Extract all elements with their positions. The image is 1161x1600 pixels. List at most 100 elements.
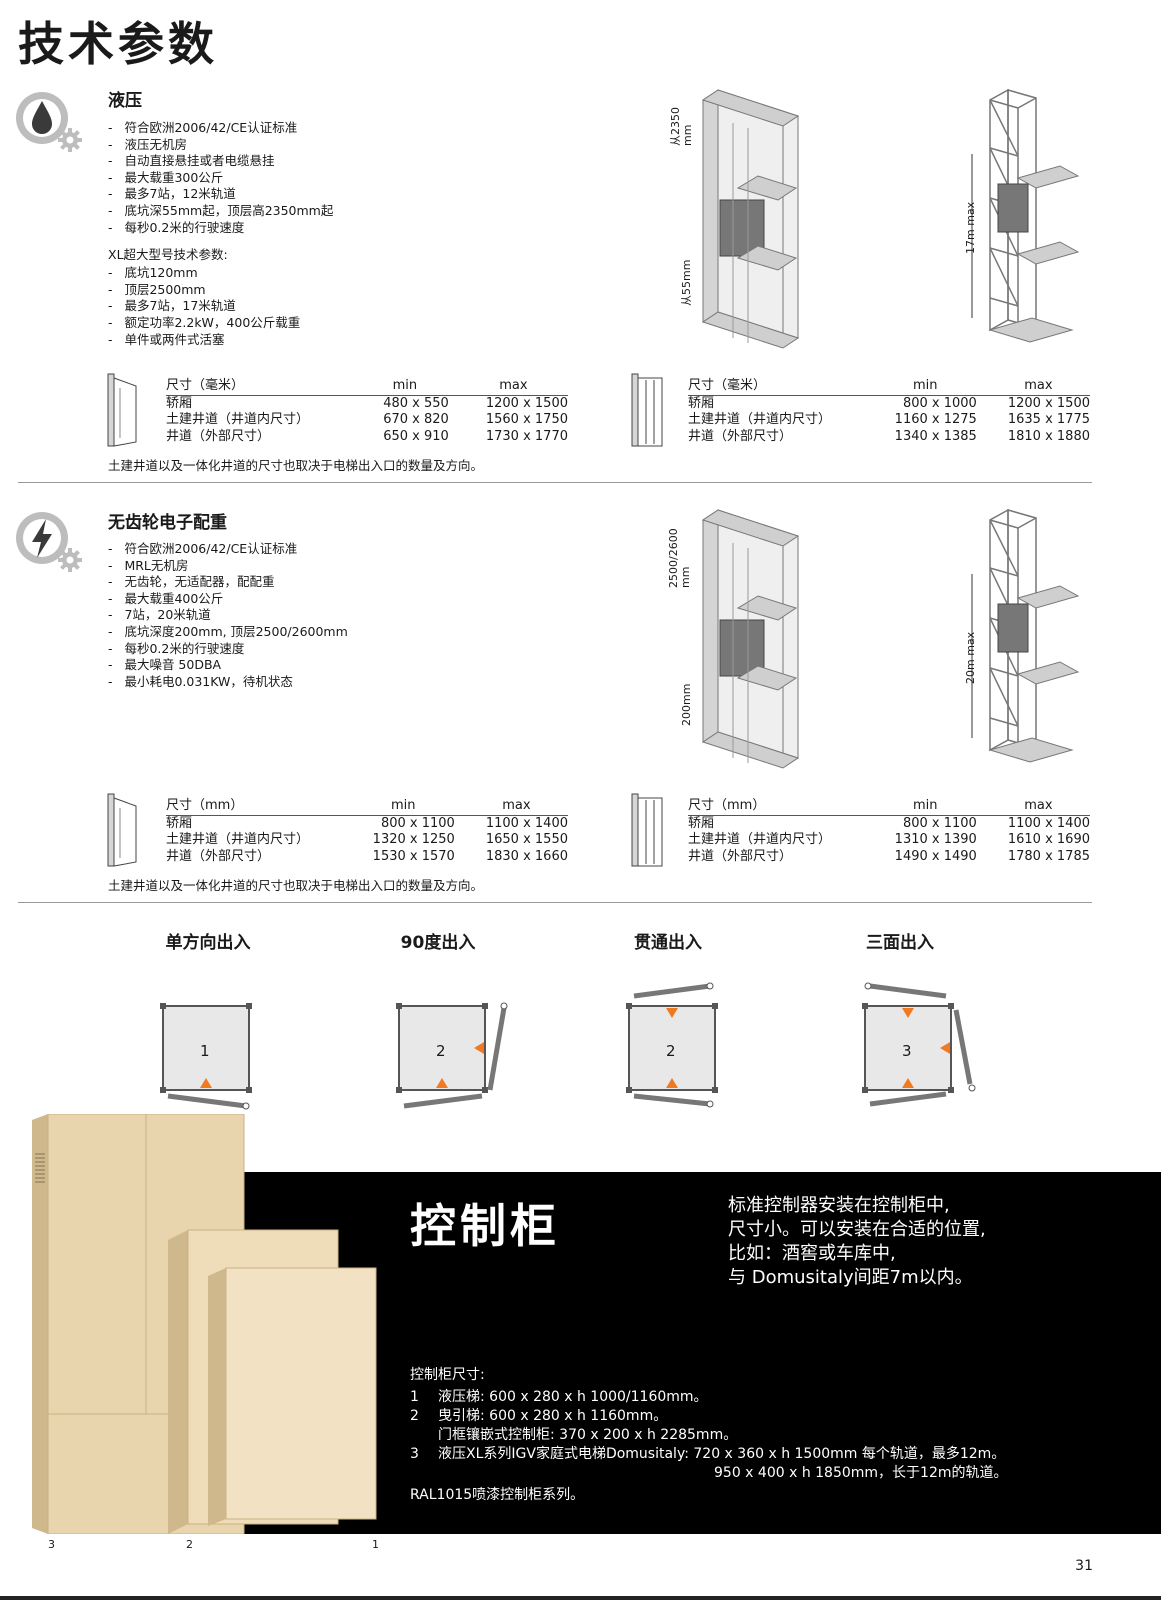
spec-cell-min: 1310 x 1390: [894, 832, 977, 847]
pit-label: 从55mm: [680, 259, 693, 306]
bullet-item: 最小耗电0.031KW，待机状态: [108, 674, 468, 691]
spec-cell-max: 1810 x 1880: [1007, 428, 1090, 444]
spec-cell-min: 800 x 1100: [380, 815, 455, 831]
spec-cell-label: 井道（外部尺寸）: [166, 848, 271, 864]
cabinet-dim-text: 950 x 400 x h 1850mm，长于12m的轨道。: [714, 1465, 1008, 1481]
cabinet-dim-number: [410, 1426, 438, 1445]
spec-cell-min: 1490 x 1490: [894, 848, 977, 864]
spec-min-header: min: [863, 798, 977, 816]
control-cabinet-illustration: [18, 1113, 383, 1538]
sliding-door-icon: [630, 792, 666, 872]
spec-cell-label: 土建井道（井道内尺寸）: [166, 412, 310, 427]
hydraulic-features: 符合欧洲2006/42/CE认证标准液压无机房自动直接悬挂或者电缆悬挂最大载重3…: [108, 120, 468, 348]
cabinet-label-3: 3: [48, 1538, 55, 1551]
sliding-door-icon: [630, 372, 666, 452]
cabinet-dims-heading: 控制柜尺寸:: [410, 1367, 485, 1383]
spec-cell-label: 土建井道（井道内尺寸）: [688, 412, 832, 427]
page-title: 技术参数: [18, 17, 218, 71]
spec-cell-min: 800 x 1100: [902, 815, 977, 831]
spec-cell-label: 轿厢: [688, 395, 715, 411]
spec-cell-min: 1530 x 1570: [372, 848, 455, 864]
cabinet-desc-line: 尺寸小。可以安装在合适的位置,: [728, 1219, 986, 1240]
spec-cell-max: 1650 x 1550: [485, 832, 568, 847]
xl-bullet-list: 底坑120mm顶层2500mm最多7站，17米轨道额定功率2.2kW，400公斤…: [108, 265, 468, 348]
spec-min-header: min: [351, 378, 449, 396]
bullet-item: 7站，20米轨道: [108, 607, 468, 624]
lightning-gear-icon: [14, 508, 84, 578]
entry-count: 1: [200, 1042, 210, 1060]
spec-cell-min: 1340 x 1385: [894, 428, 977, 444]
cabinet-dim-number: 2: [410, 1408, 419, 1424]
hydraulic-shaft-diagram: 从2350 mm 从55mm: [669, 88, 828, 354]
entry-label-through: 贯通出入: [634, 933, 702, 953]
spec-row: 土建井道（井道内尺寸） 670 x 820 1560 x 1750: [166, 412, 568, 429]
spec-cell-max: 1100 x 1400: [485, 815, 568, 831]
cabinet-dim-number: 3: [410, 1446, 419, 1462]
spec-cell-min: 1160 x 1275: [894, 412, 977, 427]
spec-header: 尺寸（mm）: [688, 798, 864, 816]
bullet-item: 底坑深度200mm, 顶层2500/2600mm: [108, 624, 468, 641]
cabinet-title: 控制柜: [410, 1199, 560, 1253]
spec-max-header: max: [448, 378, 568, 396]
spec-max-header: max: [976, 378, 1090, 396]
bullet-item: 每秒0.2米的行驶速度: [108, 641, 468, 658]
cabinet-desc-line: 标准控制器安装在控制柜中,: [728, 1195, 950, 1216]
spec-min-header: min: [863, 378, 977, 396]
entry-diagram-through: 2: [624, 980, 734, 1114]
cabinet-footer: RAL1015喷漆控制柜系列。: [410, 1487, 585, 1503]
bullet-item: 最多7站，12米轨道: [108, 186, 468, 203]
max-travel-label: 17m max: [964, 201, 977, 254]
cabinet-desc-line: 与 Domusitaly间距7m以内。: [728, 1267, 973, 1288]
gearless-title: 无齿轮电子配重: [108, 513, 227, 533]
cabinet-dim-row: 门框镶嵌式控制柜: 370 x 200 x h 2285mm。: [410, 1426, 1130, 1445]
cabinet-dim-text: 门框镶嵌式控制柜: 370 x 200 x h 2285mm。: [438, 1427, 738, 1443]
bullet-item: 单件或两件式活塞: [108, 332, 468, 349]
xl-heading: XL超大型号技术参数:: [108, 247, 228, 263]
entry-count: 3: [902, 1042, 912, 1060]
max-travel-label: 20m max: [964, 631, 977, 684]
cabinet-desc-line: 比如：酒窖或车库中,: [728, 1243, 896, 1264]
bullet-item: 底坑深55mm起，顶层高2350mm起: [108, 203, 468, 220]
spec-cell-label: 轿厢: [688, 815, 715, 831]
entry-label-three-side: 三面出入: [866, 933, 934, 953]
door-swing-icon: [106, 372, 142, 452]
bullet-item: 最多7站，17米轨道: [108, 298, 468, 315]
spec-max-header: max: [976, 798, 1090, 816]
bullet-item: 最大载重300公斤: [108, 170, 468, 187]
headroom-label: 2500/2600 mm: [667, 528, 692, 588]
gearless-bullet-list: 符合欧洲2006/42/CE认证标准MRL无机房无齿轮，无适配器，配配重最大载重…: [108, 541, 468, 690]
spec-cell-min: 480 x 550: [383, 395, 449, 411]
entry-label-single: 单方向出入: [165, 933, 251, 953]
spec-cell-label: 土建井道（井道内尺寸）: [688, 832, 832, 847]
spec-cell-max: 1200 x 1500: [1007, 395, 1090, 411]
entry-label-90deg: 90度出入: [400, 933, 476, 953]
bullet-item: 符合欧洲2006/42/CE认证标准: [108, 541, 468, 558]
cabinet-label-1: 1: [372, 1538, 379, 1551]
spec-cell-max: 1635 x 1775: [1007, 412, 1090, 427]
bullet-item: 最大噪音 50DBA: [108, 657, 468, 674]
spec-cell-max: 1830 x 1660: [485, 848, 568, 864]
cabinet-dim-text: 曳引梯: 600 x 280 x h 1160mm。: [438, 1408, 668, 1424]
entry-diagram-three-side: 3: [860, 980, 980, 1114]
spec-cell-max: 1780 x 1785: [1007, 848, 1090, 864]
spec-cell-min: 670 x 820: [383, 412, 449, 427]
spec-max-header: max: [454, 798, 568, 816]
hydraulic-frame-diagram: 17m max: [960, 88, 1100, 354]
spec-row: 井道（外部尺寸） 1490 x 1490 1780 x 1785: [688, 849, 1090, 866]
bottom-edge: [0, 1596, 1161, 1600]
entry-count: 2: [666, 1042, 676, 1060]
spec-cell-label: 轿厢: [166, 815, 193, 831]
bullet-item: MRL无机房: [108, 558, 468, 575]
hydraulic-note: 土建井道以及一体化井道的尺寸也取决于电梯出入口的数量及方向。: [108, 458, 484, 473]
spec-cell-max: 1560 x 1750: [485, 412, 568, 427]
cabinet-dim-row: 2 曳引梯: 600 x 280 x h 1160mm。: [410, 1407, 1130, 1426]
spec-cell-label: 井道（外部尺寸）: [688, 848, 793, 864]
cabinet-dim-row: 950 x 400 x h 1850mm，长于12m的轨道。: [410, 1464, 1130, 1483]
